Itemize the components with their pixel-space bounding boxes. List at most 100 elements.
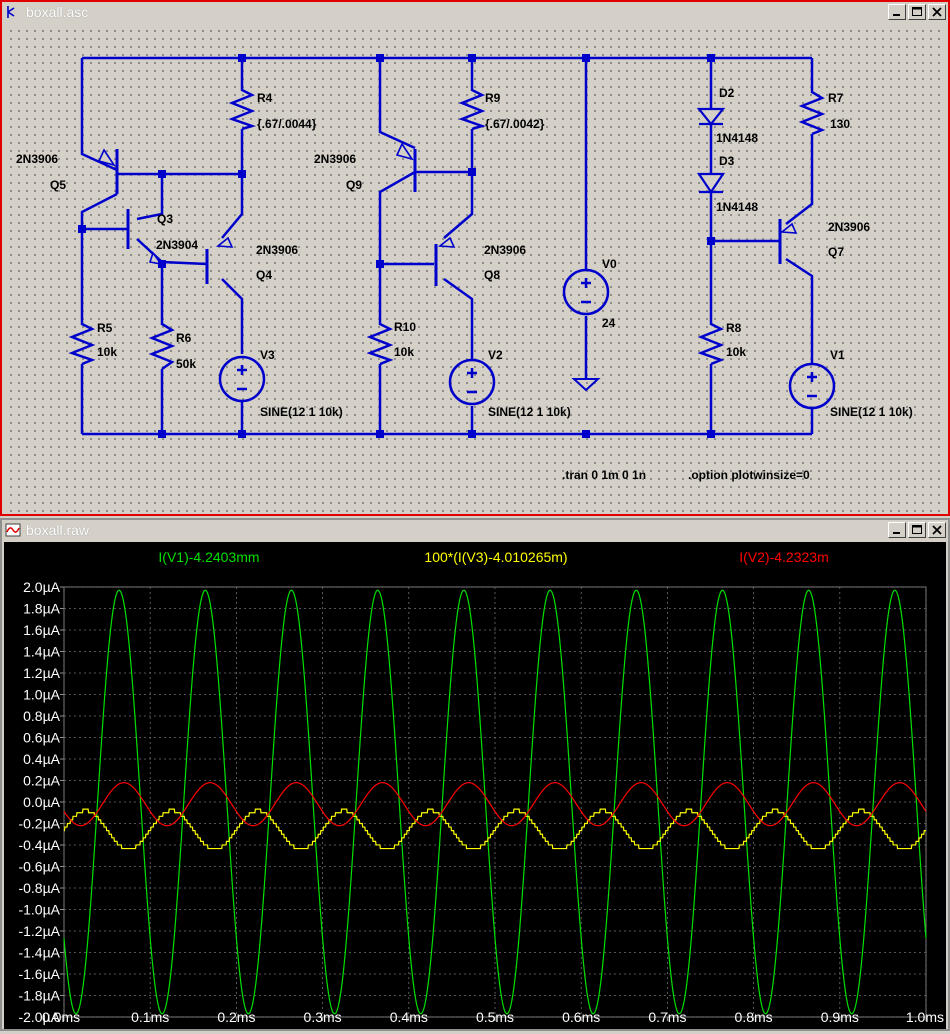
- legend-entry[interactable]: I(V1)-4.2403mm: [158, 549, 259, 565]
- y-tick-label: 1.6µA: [23, 622, 61, 638]
- r10-symbol: [366, 319, 394, 366]
- q4-label: Q4: [256, 268, 272, 282]
- wires: [80, 56, 814, 436]
- schematic-drawing[interactable]: 2N3906 Q5 Q3 2N3904 2N3906 Q4 R4 {.67/.0…: [4, 24, 946, 514]
- y-tick-label: -1.8µA: [18, 988, 60, 1004]
- plot-legend: I(V1)-4.2403mm 100*(I(V3)-4.010265m) I(V2)…: [158, 549, 828, 565]
- x-tick-label: 1.0ms: [906, 1009, 944, 1025]
- d2-model-label: 1N4148: [716, 131, 758, 145]
- v0-symbol: [562, 268, 610, 316]
- y-tick-label: -2.0µA: [18, 1009, 60, 1025]
- y-tick-label: 1.2µA: [23, 665, 61, 681]
- q9-label: Q9: [346, 178, 362, 192]
- plot-close-button[interactable]: [928, 522, 946, 538]
- x-tick-label: 0.3ms: [304, 1009, 342, 1025]
- ground-symbol: [571, 378, 601, 392]
- schematic-app-icon: [7, 6, 15, 18]
- transistor-bars: [115, 149, 782, 286]
- y-tick-label: 0.8µA: [23, 708, 61, 724]
- y-tick-label: 1.4µA: [23, 644, 61, 660]
- option-directive[interactable]: .option plotwinsize=0: [688, 468, 810, 482]
- q4-model-label: 2N3906: [256, 243, 298, 257]
- x-tick-label: 0.7ms: [648, 1009, 686, 1025]
- legend-entry[interactable]: I(V2)-4.2323m: [739, 549, 828, 565]
- y-tick-label: 0.0µA: [23, 794, 61, 810]
- v1-symbol: [788, 362, 836, 410]
- r10-value: 10k: [394, 345, 414, 359]
- plot-minimize-button[interactable]: [888, 522, 906, 538]
- y-tick-label: -0.2µA: [18, 816, 60, 832]
- trace-2[interactable]: [63, 808, 926, 850]
- voltage-sources: [218, 268, 836, 410]
- d2-label: D2: [719, 86, 735, 100]
- r7-symbol: [798, 84, 826, 136]
- plot-maximize-button[interactable]: [908, 522, 926, 538]
- q7-label: Q7: [828, 245, 844, 259]
- y-tick-label: -1.4µA: [18, 945, 60, 961]
- d3-symbol: [696, 172, 726, 194]
- v2-symbol: [448, 358, 496, 406]
- y-tick-label: 0.4µA: [23, 751, 61, 767]
- q5-label: Q5: [50, 178, 66, 192]
- legend-entry[interactable]: 100*(I(V3)-4.010265m): [424, 549, 567, 565]
- close-button[interactable]: [928, 4, 946, 20]
- v0-value: 24: [602, 316, 616, 330]
- y-tick-label: 0.6µA: [23, 730, 61, 746]
- y-tick-label: 1.0µA: [23, 687, 61, 703]
- maximize-button[interactable]: [908, 4, 926, 20]
- trace-1[interactable]: [63, 589, 927, 1015]
- r9-symbol: [458, 84, 487, 131]
- x-tick-label: 0.9ms: [821, 1009, 859, 1025]
- q8-label: Q8: [484, 268, 500, 282]
- x-tick-label: 0.0ms: [42, 1009, 80, 1025]
- r10-label: R10: [394, 320, 416, 334]
- q8-model-label: 2N3906: [484, 243, 526, 257]
- x-tick-label: 0.6ms: [562, 1009, 600, 1025]
- v2-value: SINE(12 1 10k): [488, 405, 571, 419]
- v3-label: V3: [260, 348, 275, 362]
- x-tick-label: 0.1ms: [131, 1009, 169, 1025]
- r5-label: R5: [97, 321, 113, 335]
- r4-value: {.67/.0044}: [257, 117, 317, 131]
- y-tick-label: -0.8µA: [18, 880, 60, 896]
- r9-value: {.67/.0042}: [485, 117, 545, 131]
- resistors: [68, 84, 826, 371]
- waveform-chart[interactable]: 2.0µA1.8µA1.6µA1.4µA1.2µA1.0µA0.8µA0.6µA…: [4, 542, 946, 1029]
- r7-value: 130: [830, 117, 850, 131]
- r8-label: R8: [726, 321, 742, 335]
- v3-symbol: [218, 355, 266, 403]
- v0-label: V0: [602, 257, 617, 271]
- r9-label: R9: [485, 91, 501, 105]
- schematic-canvas[interactable]: 2N3906 Q5 Q3 2N3904 2N3906 Q4 R4 {.67/.0…: [4, 24, 946, 514]
- d2-symbol: [696, 107, 726, 126]
- y-tick-label: 0.2µA: [23, 773, 61, 789]
- q5-model-label: 2N3906: [16, 152, 58, 166]
- r5-value: 10k: [97, 345, 117, 359]
- r8-value: 10k: [726, 345, 746, 359]
- close-icon: [932, 7, 942, 17]
- r6-label: R6: [176, 331, 192, 345]
- close-icon: [932, 525, 942, 535]
- diodes: [696, 107, 726, 194]
- q3-model-label: 2N3904: [156, 238, 198, 252]
- waveform-titlebar[interactable]: boxall.raw: [2, 520, 948, 540]
- maximize-icon: [912, 7, 922, 16]
- x-tick-label: 0.8ms: [735, 1009, 773, 1025]
- y-tick-label: -1.6µA: [18, 966, 60, 982]
- trace-3[interactable]: [63, 782, 927, 827]
- r4-label: R4: [257, 91, 273, 105]
- schematic-window-title: boxall.asc: [26, 4, 89, 20]
- schematic-titlebar[interactable]: boxall.asc: [2, 2, 948, 22]
- y-tick-label: -1.2µA: [18, 923, 60, 939]
- y-tick-label: 1.8µA: [23, 601, 61, 617]
- q9-model-label: 2N3906: [314, 152, 356, 166]
- schematic-window[interactable]: boxall.asc: [0, 0, 950, 516]
- waveform-window-title: boxall.raw: [26, 522, 90, 538]
- r8-symbol: [697, 319, 725, 366]
- minimize-button[interactable]: [888, 4, 906, 20]
- minimize-icon: [893, 14, 900, 16]
- tran-directive[interactable]: .tran 0 1m 0 1n: [562, 468, 646, 482]
